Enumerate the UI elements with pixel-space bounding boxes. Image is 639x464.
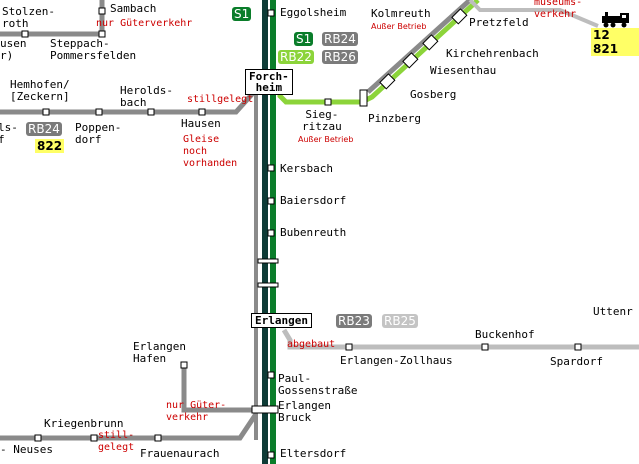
station-ls: ls- f <box>0 121 18 146</box>
station-erlangen-zollhaus: Erlangen-Zollhaus <box>340 354 453 367</box>
station-forchheim: Forch- heim <box>245 69 293 95</box>
line-badge-rb22: RB22 <box>278 50 314 64</box>
steam-locomotive-icon <box>602 12 629 28</box>
note-abgebaut: abgebaut <box>287 339 336 350</box>
note-ausser-betrieb-kolmreuth: Außer Betrieb <box>371 22 427 31</box>
note-nur-gueterverkehr-top: nur Güterverkehr <box>96 18 193 29</box>
station-erlangen-hafen: Erlangen Hafen <box>133 340 186 365</box>
note-museumsverkehr: museums- verkehr <box>534 0 583 20</box>
kbs-number-822: 822 <box>35 139 65 153</box>
station-kolmreuth: Kolmreuth <box>371 7 431 20</box>
station-kersbach: Kersbach <box>280 162 333 175</box>
station-neuses: - Neuses <box>0 443 53 456</box>
station-sambach: Sambach <box>110 2 157 15</box>
line-badge-rb25: RB25 <box>382 314 418 328</box>
note-ausser-betrieb-siegritzau: Außer Betrieb <box>298 135 354 144</box>
station-bar-pinzberg <box>359 89 368 107</box>
station-siegritzau: Sieg- ritzau <box>302 108 342 133</box>
level-crossings <box>379 8 468 90</box>
line-badge-rb23: RB23 <box>336 314 372 328</box>
line-badge-rb26: RB26 <box>322 50 358 64</box>
station-eltersdorf: Eltersdorf <box>280 447 347 460</box>
station-bar-erlangen-bruck <box>251 405 279 414</box>
kbs-number-12821: 12 821 <box>591 28 639 56</box>
station-erlangen: Erlangen <box>251 313 312 328</box>
station-kirchehrenbach: Kirchehrenbach <box>446 47 539 60</box>
station-baiersdorf: Baiersdorf <box>280 194 347 207</box>
line-badge-rb24-mid: RB24 <box>322 32 358 46</box>
note-stillgelegt-hausen: stillgelegt <box>187 94 254 105</box>
station-paul-gossenstrasse: Paul- Gossenstraße <box>278 372 358 397</box>
track-erlangen-spardorf <box>281 328 639 350</box>
line-badge-rb24-left: RB24 <box>26 122 62 136</box>
station-frauenaurach: Frauenaurach <box>140 447 220 460</box>
station-kriegenbrunn: Kriegenbrunn <box>44 417 124 430</box>
station-pinzberg: Pinzberg <box>368 112 421 125</box>
track-hafen-branch <box>181 365 262 413</box>
station-poppendorf: Poppen- dorf <box>75 121 122 146</box>
station-gosberg: Gosberg <box>410 88 457 101</box>
track-museum-line <box>468 0 599 28</box>
station-hemhofen: Hemhofen/ [Zeckern] <box>10 78 70 103</box>
station-erlangen-bruck: Erlangen Bruck <box>278 399 331 424</box>
line-badge-s1-mid: S1 <box>294 32 314 46</box>
station-heroldsbach: Herolds- bach <box>120 84 173 109</box>
station-stolzenroth: Stolzen- roth <box>2 5 55 30</box>
note-nur-gueterverkehr-hafen: nur Güter- verkehr <box>166 400 227 423</box>
note-gleise-noch-vorhanden: Gleise noch vorhanden <box>183 134 238 169</box>
station-spardorf: Spardorf <box>550 355 603 368</box>
line-badge-s1-top: S1 <box>232 7 252 21</box>
station-eggolsheim: Eggolsheim <box>280 6 347 19</box>
station-markers <box>21 7 582 459</box>
station-wiesenthau: Wiesenthau <box>430 64 497 77</box>
track-main-line <box>262 0 268 464</box>
station-pretzfeld: Pretzfeld <box>469 16 529 29</box>
station-steppach: Steppach- Pommersfelden <box>50 37 137 62</box>
station-bubenreuth: Bubenreuth <box>280 226 347 239</box>
station-hausen: Hausen <box>181 117 221 130</box>
station-buckenhof: Buckenhof <box>475 328 535 341</box>
station-uttenr: Uttenr <box>593 305 633 318</box>
note-stillgelegt-bottom: still- gelegt <box>98 430 135 453</box>
station-usen: usen r) <box>0 37 27 62</box>
section-break-marks <box>257 258 279 288</box>
track-frauenaurach-branch <box>0 412 259 441</box>
